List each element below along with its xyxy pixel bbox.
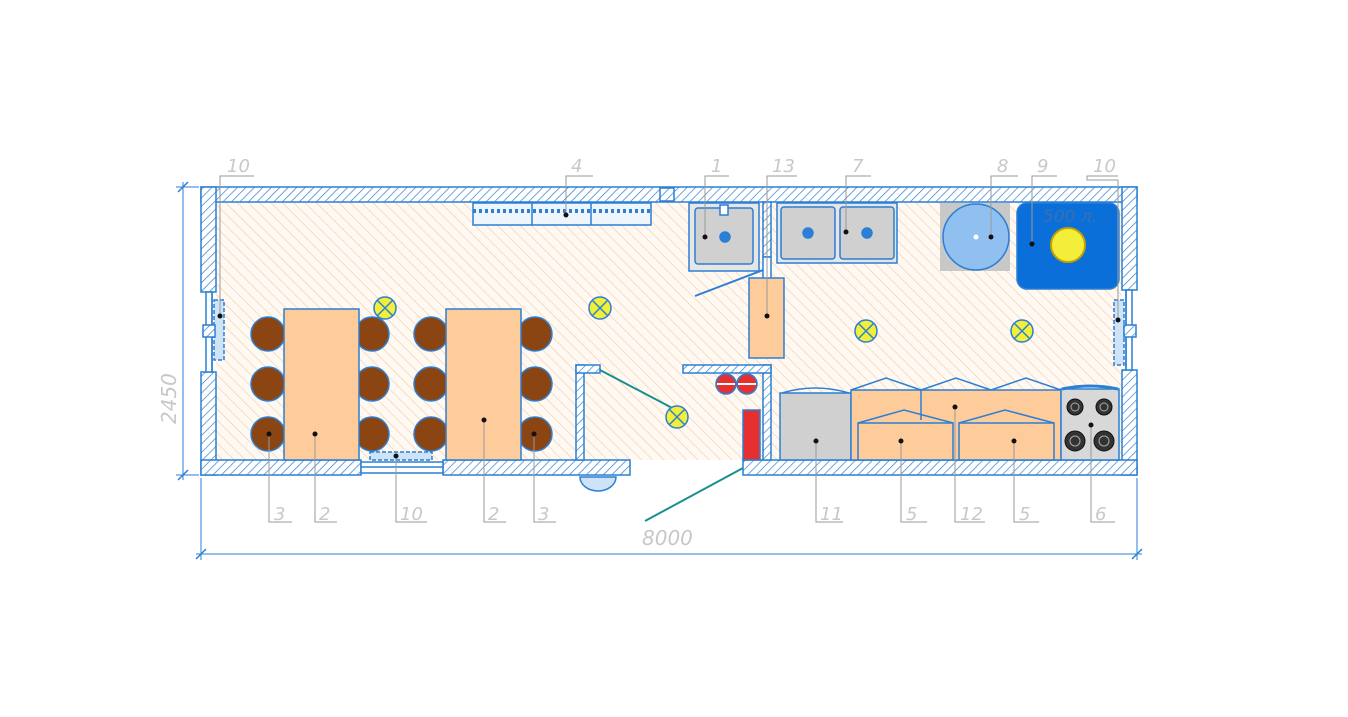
window-left	[202, 291, 225, 373]
label-6: 6	[1095, 504, 1106, 525]
window-right	[1113, 289, 1137, 371]
label-13: 13	[772, 156, 795, 177]
counters	[850, 377, 1062, 461]
label-10-right: 10	[1093, 156, 1116, 177]
lamp-icon	[665, 405, 689, 429]
bottom-labels: 3 2 10 2 3 11 5 12 5 6	[274, 504, 1106, 525]
label-10-left: 10	[227, 156, 250, 177]
radiator-valves	[715, 373, 758, 395]
label-9: 9	[1037, 156, 1048, 177]
label-2-left: 2	[319, 504, 330, 525]
water-tank: 500 л.	[1016, 202, 1120, 290]
dimension-length	[195, 478, 1143, 560]
door-swing-inner	[599, 369, 677, 411]
dimension-width-label: 2450	[157, 373, 181, 424]
label-5-left: 5	[906, 504, 917, 525]
door-swing-entrance	[644, 467, 744, 522]
wall-shelf	[472, 202, 652, 226]
dimension-length-label: 8000	[642, 526, 693, 550]
hand-sink	[688, 202, 760, 272]
leader-lines	[219, 175, 1119, 523]
label-2-right: 2	[488, 504, 499, 525]
label-7: 7	[852, 156, 864, 177]
table-left	[283, 308, 360, 461]
vent-top	[659, 187, 675, 202]
electric-heater	[742, 409, 761, 461]
top-labels: 10 4 1 13 7 8 9 10	[227, 156, 1116, 177]
label-12: 12	[960, 504, 983, 525]
label-3-left: 3	[274, 504, 285, 525]
label-1: 1	[711, 156, 722, 177]
stove	[1060, 384, 1120, 461]
lamp-icon	[373, 296, 397, 320]
label-11: 11	[820, 504, 843, 525]
label-8: 8	[997, 156, 1008, 177]
label-4: 4	[571, 156, 582, 177]
water-heater	[940, 203, 1010, 271]
double-sink	[776, 202, 898, 264]
leader-dots	[217, 212, 1121, 459]
door-swing-hall	[694, 269, 764, 297]
lamp-icon	[854, 319, 878, 343]
tank-capacity: 500 л.	[1043, 207, 1097, 227]
label-5-right: 5	[1019, 504, 1030, 525]
entrance-lamp	[579, 476, 617, 492]
label-10-bottom: 10	[400, 504, 423, 525]
dining-group-right	[413, 308, 553, 461]
window-bottom	[360, 451, 444, 474]
label-3-right: 3	[538, 504, 549, 525]
lamp-icon	[588, 296, 612, 320]
dining-group-left	[250, 308, 390, 461]
dimension-width	[176, 181, 199, 481]
lamp-icon	[1010, 319, 1034, 343]
